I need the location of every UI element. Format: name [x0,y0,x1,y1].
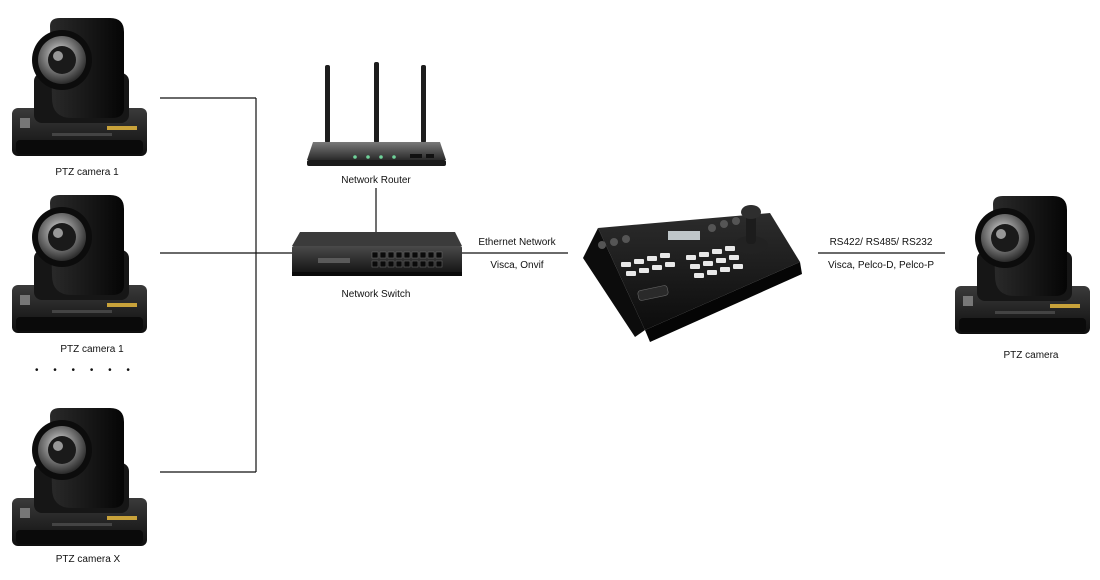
ethernet-protocols-label: Visca, Onvif [490,260,543,271]
ethernet-title-label: Ethernet Network [478,237,556,248]
ptz-camera-serial [955,196,1090,334]
camera-1-label: PTZ camera 1 [55,167,119,178]
network-router [307,62,446,166]
switch-ports [371,251,443,268]
ptz-camera-1 [12,18,147,156]
keyboard-controller [583,205,802,342]
ptz-camera-2 [12,195,147,333]
ptz-camera-x [12,408,147,546]
connection-lines [160,97,945,473]
switch-label: Network Switch [342,289,411,300]
camera-2-label: PTZ camera 1 [60,344,124,355]
camera-x-label: PTZ camera X [56,554,121,565]
serial-protocols-label: Visca, Pelco-D, Pelco-P [828,260,934,271]
camera-serial-label: PTZ camera [1003,350,1058,361]
serial-title-label: RS422/ RS485/ RS232 [830,237,933,248]
camera-ellipsis: • • • • • • [35,365,136,376]
controller-keys [621,246,743,278]
network-switch [292,232,462,276]
router-label: Network Router [341,175,411,186]
